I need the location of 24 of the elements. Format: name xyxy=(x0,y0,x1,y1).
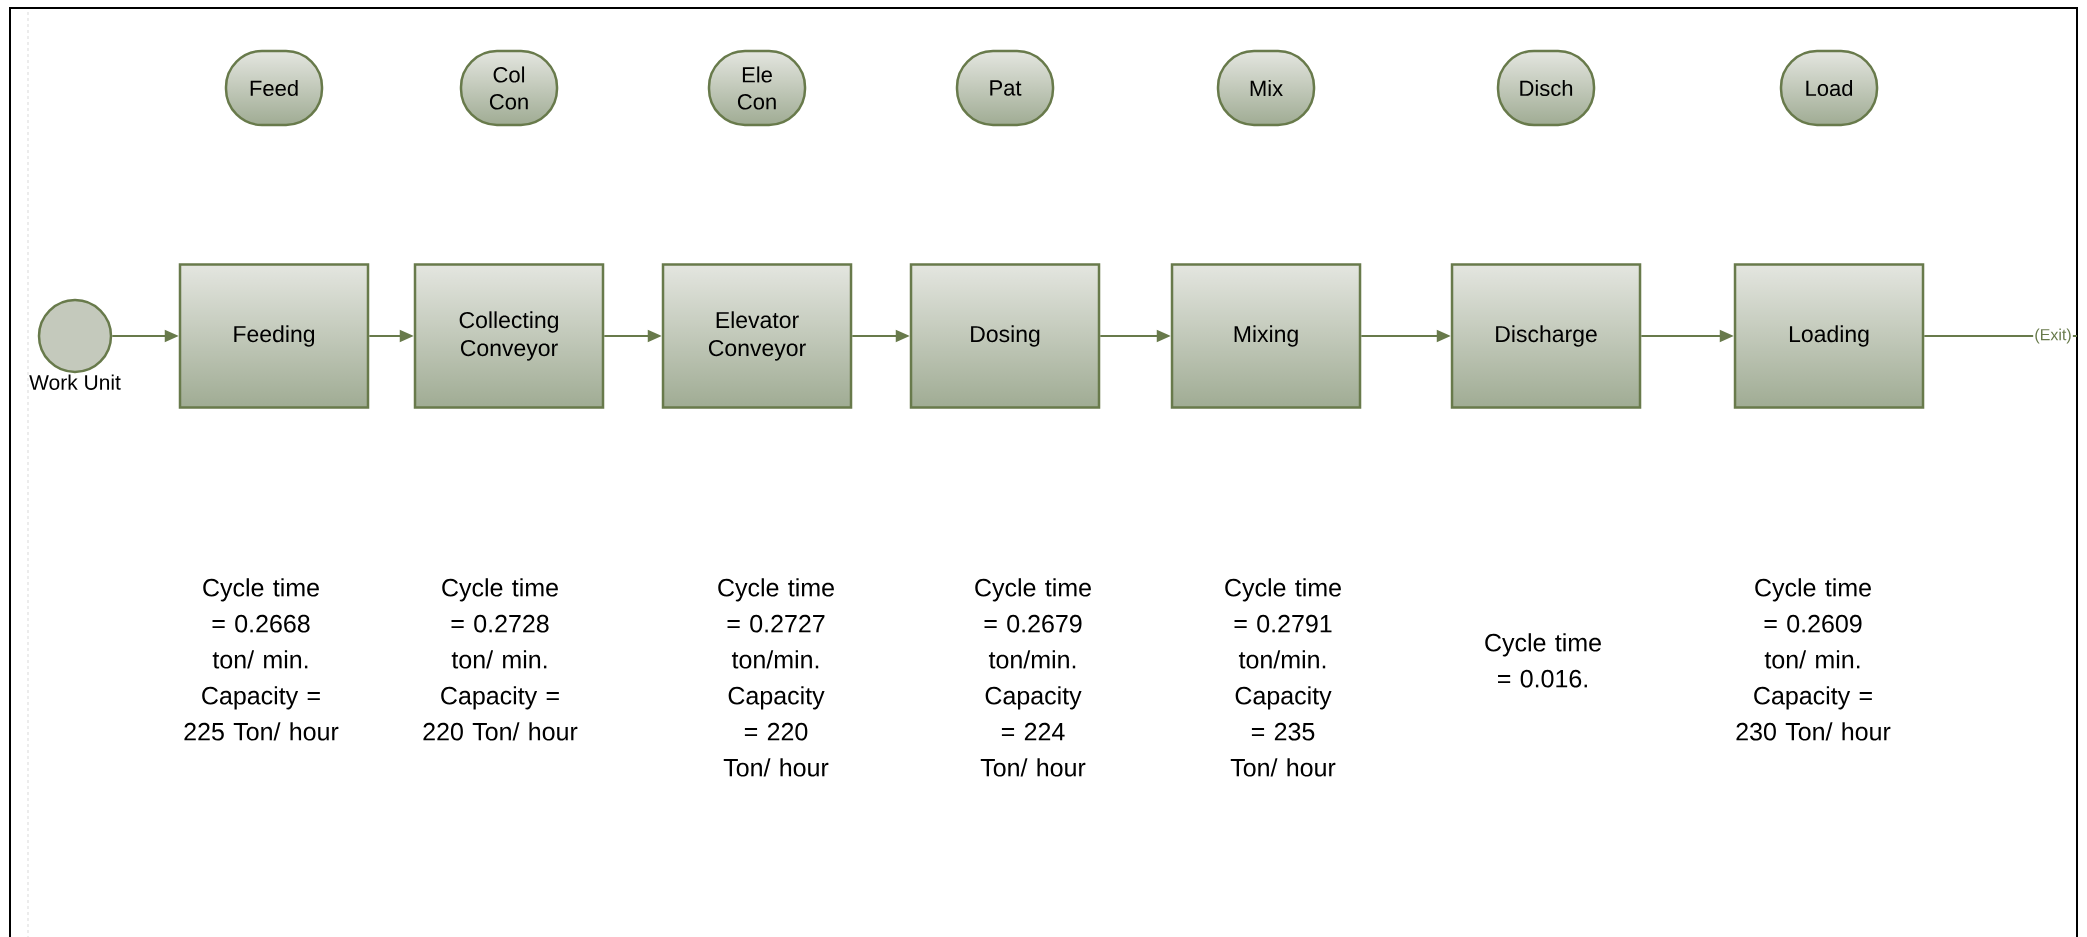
label-pill: Col Con xyxy=(459,49,559,127)
process-box: Mixing xyxy=(1170,263,1362,409)
cycle-note: Cycle time = 0.2679 ton/min. Capacity = 224 Ton/ hour xyxy=(975,578,1091,777)
start-circle xyxy=(37,298,113,374)
cycle-note: Cycle time = 0.2728 ton/ min. Capacity = 220 Ton/ hour xyxy=(423,578,578,741)
label-pill: Pat xyxy=(955,49,1055,127)
cycle-note: Cycle time = 0.016. xyxy=(1485,633,1601,688)
process-box: Loading xyxy=(1733,263,1925,409)
process-box: Feeding xyxy=(178,263,370,409)
process-box: Discharge xyxy=(1450,263,1642,409)
cycle-note: Cycle time = 0.2668 ton/ min. Capacity = 225 Ton/ hour xyxy=(184,578,339,741)
label-pill: Ele Con xyxy=(707,49,807,127)
process-box: Dosing xyxy=(909,263,1101,409)
cycle-note: Cycle time = 0.2609 ton/ min. Capacity = 230 Ton/ hour xyxy=(1736,578,1891,741)
cycle-note: Cycle time = 0.2727 ton/min. Capacity = 220 Ton/ hour xyxy=(718,578,834,777)
label-pill: Disch xyxy=(1496,49,1596,127)
exit-label: (Exit) xyxy=(2035,328,2071,344)
label-pill: Load xyxy=(1779,49,1879,127)
node-caption: Work Unit xyxy=(29,374,121,390)
process-box: Collecting Conveyor xyxy=(413,263,605,409)
process-box: Elevator Conveyor xyxy=(661,263,853,409)
label-pill: Feed xyxy=(224,49,324,127)
cycle-note: Cycle time = 0.2791 ton/min. Capacity = 235 Ton/ hour xyxy=(1225,578,1341,777)
label-pill: Mix xyxy=(1216,49,1316,127)
